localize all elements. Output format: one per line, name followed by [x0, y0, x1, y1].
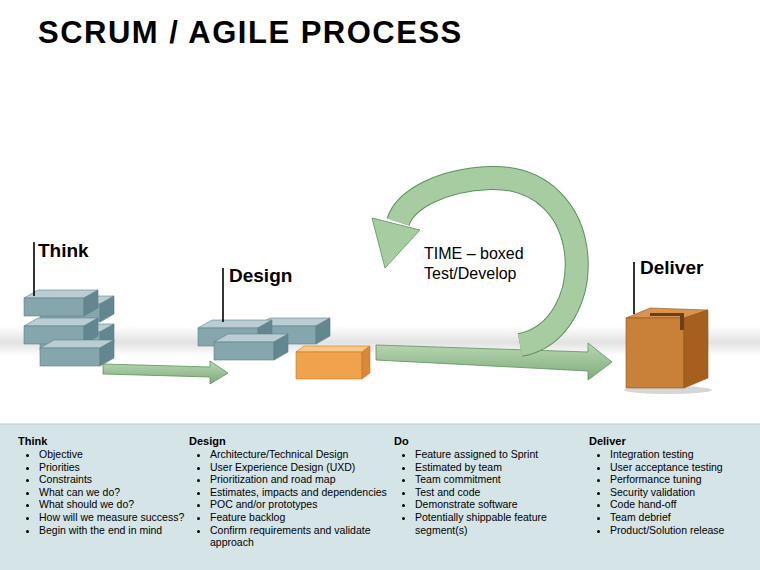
timebox-arrowhead	[372, 218, 420, 268]
task-item: Feature assigned to Sprint	[415, 448, 586, 461]
task-item: Prioritization and road map	[210, 473, 391, 486]
deliver-box	[624, 308, 712, 394]
phase-heading: Design	[189, 434, 391, 448]
task-item: Architecture/Technical Design	[210, 448, 391, 461]
phase-heading: Do	[394, 434, 586, 448]
illustration-part	[362, 346, 370, 379]
task-item: POC and/or prototypes	[210, 498, 391, 511]
task-item: Potentially shippable feature segment(s)	[415, 511, 586, 536]
timebox-base-arrow	[376, 343, 612, 380]
task-list: Integration testingUser acceptance testi…	[589, 448, 755, 536]
leader-line	[33, 242, 35, 296]
task-item: Security validation	[610, 486, 755, 499]
task-list: Feature assigned to SprintEstimated by t…	[394, 448, 586, 536]
think-blocks	[24, 290, 114, 366]
illustration-part	[650, 313, 684, 330]
task-item: Team debrief	[610, 511, 755, 524]
illustration-part	[214, 334, 288, 360]
stage-label: Design	[229, 264, 292, 288]
task-item: Code hand-off	[610, 498, 755, 511]
phase-column: DeliverIntegration testingUser acceptanc…	[589, 432, 755, 539]
leader-line	[222, 268, 224, 322]
task-item: User acceptance testing	[610, 461, 755, 474]
leader-line	[633, 262, 635, 314]
backlog-box	[296, 346, 370, 379]
task-item: Product/Solution release	[610, 524, 755, 537]
task-item: Constraints	[39, 473, 186, 486]
task-item: Estimates, impacts and dependencies	[210, 486, 391, 499]
task-item: Performance tuning	[610, 473, 755, 486]
flow-arrow	[103, 361, 228, 384]
task-item: How will we measure success?	[39, 511, 186, 524]
page-title: SCRUM / AGILE PROCESS	[38, 14, 463, 52]
illustration-part	[626, 318, 684, 388]
panel-edge	[0, 424, 760, 425]
stage-label: Think	[38, 239, 89, 263]
phase-column: DoFeature assigned to SprintEstimated by…	[394, 432, 586, 539]
timebox-loop	[398, 178, 577, 345]
phase-column: ThinkObjectivePrioritiesConstraintsWhat …	[18, 432, 186, 539]
illustration-part	[684, 310, 708, 388]
phase-heading: Deliver	[589, 434, 755, 448]
task-item: What should we do?	[39, 498, 186, 511]
loop-label: TIME – boxed Test/Develop	[424, 244, 542, 284]
task-list: ObjectivePrioritiesConstraintsWhat can w…	[18, 448, 186, 536]
phase-column: DesignArchitecture/Technical DesignUser …	[189, 432, 391, 551]
task-list: Architecture/Technical DesignUser Experi…	[189, 448, 391, 549]
illustration-part	[296, 352, 362, 379]
illustration-part	[24, 290, 98, 316]
task-item: Confirm requirements and validate approa…	[210, 524, 391, 549]
illustration-part	[296, 346, 370, 352]
task-item: Objective	[39, 448, 186, 461]
task-item: What can we do?	[39, 486, 186, 499]
task-item: Begin with the end in mind	[39, 524, 186, 537]
phase-heading: Think	[18, 434, 186, 448]
task-item: Team commitment	[415, 473, 586, 486]
illustration-part	[40, 340, 114, 366]
task-item: Test and code	[415, 486, 586, 499]
stage-label: Deliver	[640, 256, 703, 280]
task-item: Demonstrate software	[415, 498, 586, 511]
task-item: Integration testing	[610, 448, 755, 461]
task-item: User Experience Design (UXD)	[210, 461, 391, 474]
task-item: Priorities	[39, 461, 186, 474]
task-item: Estimated by team	[415, 461, 586, 474]
task-item: Feature backlog	[210, 511, 391, 524]
timebox-loop-outline	[398, 178, 577, 345]
info-panel	[0, 424, 760, 570]
